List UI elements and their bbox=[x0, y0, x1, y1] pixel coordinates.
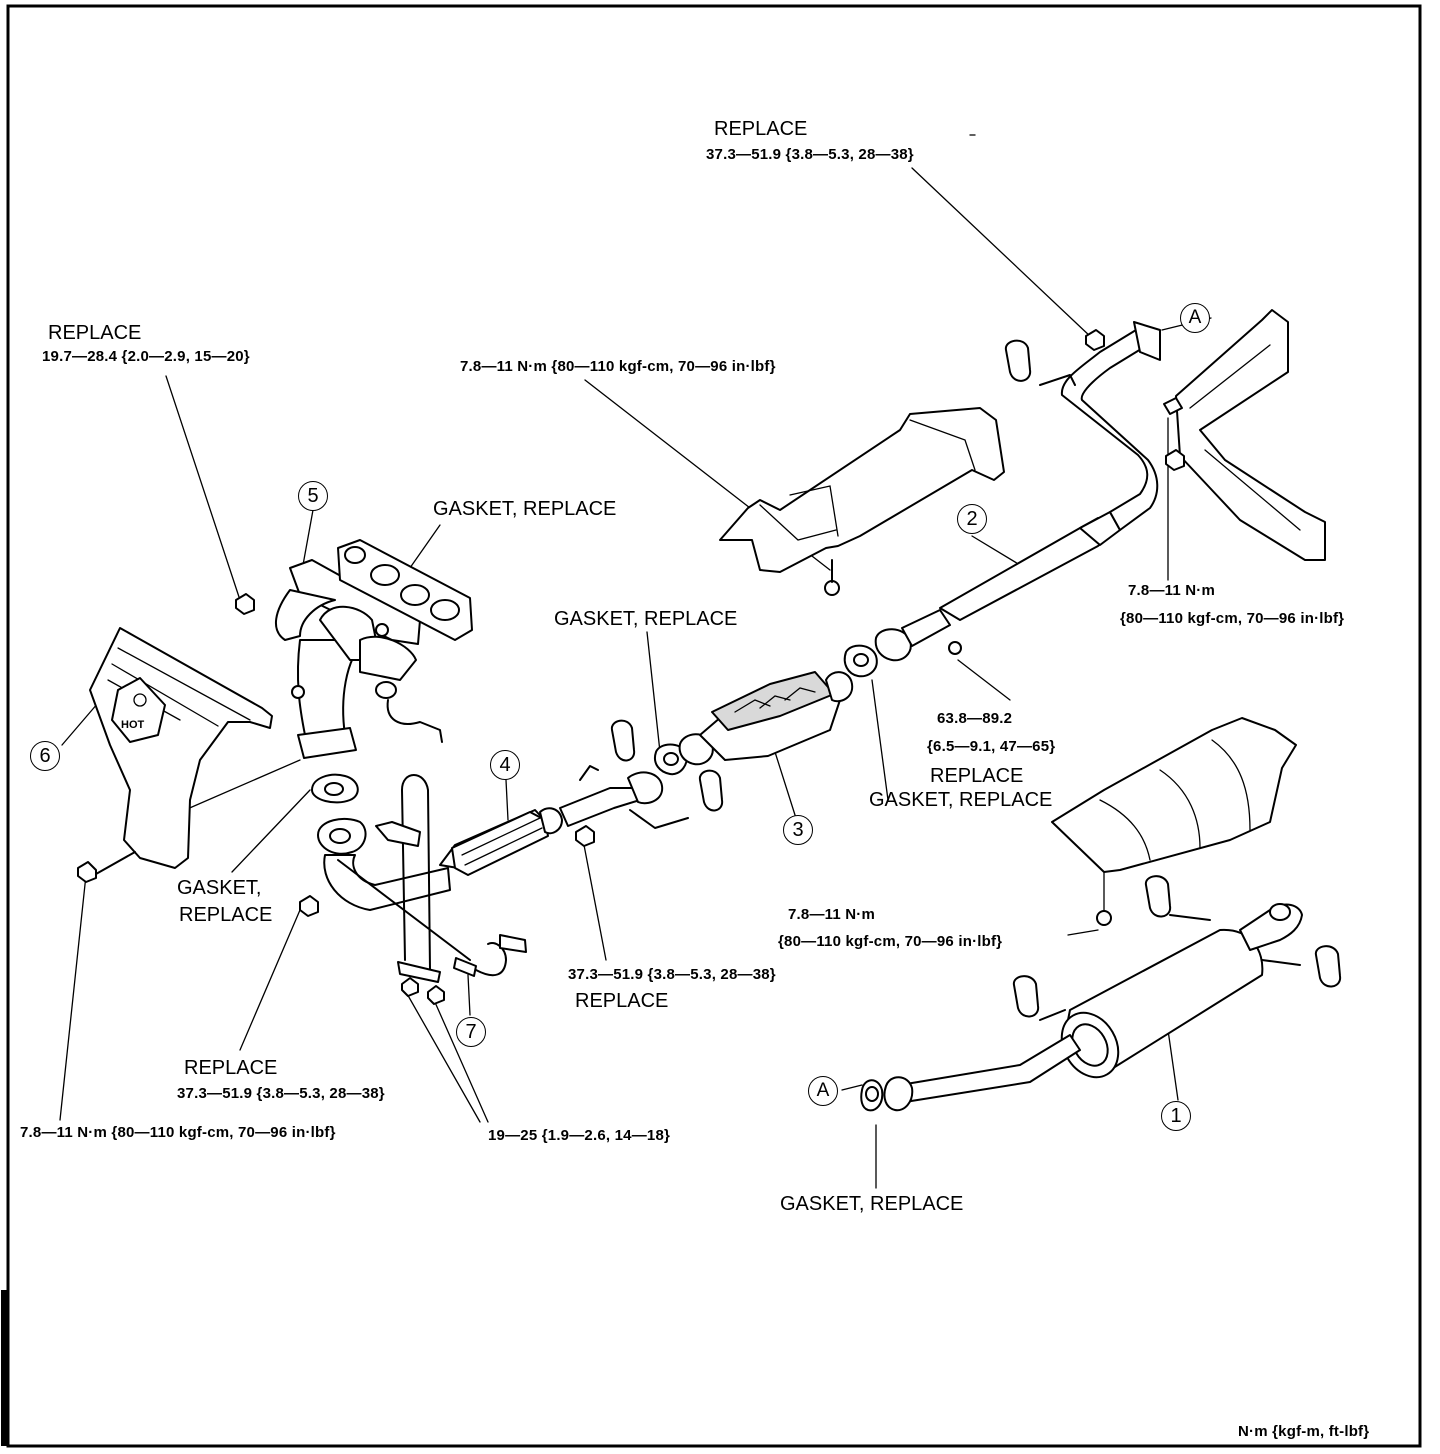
rubber-hangers-rear bbox=[1012, 875, 1342, 1018]
converter-front-gasket bbox=[654, 743, 688, 776]
callout-torque-manifold-nut: 19.7—28.4 {2.0—2.9, 15—20} bbox=[42, 348, 250, 365]
rear-flange bbox=[860, 1076, 914, 1112]
callout-torque-rear-insulator-1: 7.8—11 N·m bbox=[788, 906, 876, 923]
callout-torque-heat-shield-bolt: 7.8—11 N·m {80—110 kgf-cm, 70—96 in·lbf} bbox=[20, 1124, 336, 1141]
front-pipe-nut bbox=[299, 895, 319, 917]
rear-heat-insulator bbox=[1051, 717, 1297, 926]
callout-replace-flange: REPLACE bbox=[930, 765, 1024, 787]
part-number-6: 6 bbox=[30, 741, 60, 771]
main-silencer bbox=[899, 903, 1303, 1103]
reference-mark-a-rear: A bbox=[808, 1076, 838, 1106]
pipe-hanger-bracket bbox=[375, 774, 445, 1005]
manifold-heat-insulator: HOT bbox=[89, 627, 273, 869]
manifold-gasket bbox=[337, 539, 473, 641]
units-legend: N·m {kgf-m, ft-lbf} bbox=[1238, 1423, 1370, 1440]
exhaust-pipe-middle bbox=[874, 321, 1161, 662]
insulator-bolt bbox=[77, 851, 136, 883]
leader-lines bbox=[59, 134, 1212, 1189]
part-number-3: 3 bbox=[783, 815, 813, 845]
part-number-4: 4 bbox=[490, 750, 520, 780]
presilencer-nut bbox=[575, 825, 595, 847]
callout-torque-insulator-mid: 7.8—11 N·m {80—110 kgf-cm, 70—96 in·lbf} bbox=[460, 358, 776, 375]
callout-gasket-rear: GASKET, REPLACE bbox=[780, 1193, 964, 1215]
middle-heat-insulator bbox=[719, 407, 1005, 596]
callout-replace-top: REPLACE bbox=[714, 118, 808, 140]
callout-torque-bracket-1: 7.8—11 N·m bbox=[1128, 582, 1216, 599]
rubber-hanger-top bbox=[1004, 339, 1032, 382]
flange-gasket bbox=[843, 644, 878, 678]
callout-torque-lower: 37.3—51.9 {3.8—5.3, 28—38} bbox=[177, 1085, 385, 1102]
front-pipe-gaskets bbox=[311, 773, 359, 804]
floor-bracket bbox=[1163, 309, 1326, 561]
callout-gasket-under-2: REPLACE bbox=[179, 904, 273, 926]
rubber-hangers-front bbox=[610, 719, 724, 812]
callout-gasket-flange: GASKET, REPLACE bbox=[869, 789, 1053, 811]
callout-gasket-converter-front: GASKET, REPLACE bbox=[554, 608, 738, 630]
callout-replace-manifold-nut: REPLACE bbox=[48, 322, 142, 344]
callout-torque-top: 37.3—51.9 {3.8—5.3, 28—38} bbox=[706, 146, 914, 163]
callout-gasket-under-1: GASKET, bbox=[177, 877, 262, 899]
callout-torque-flange-2: {6.5—9.1, 47—65} bbox=[927, 738, 1056, 755]
top-nut bbox=[1085, 329, 1105, 351]
catalytic-converter bbox=[678, 671, 854, 766]
callout-torque-rear-insulator-2: {80—110 kgf-cm, 70—96 in·lbf} bbox=[778, 933, 1003, 950]
part-number-1: 1 bbox=[1161, 1101, 1191, 1131]
oxygen-sensor bbox=[453, 934, 527, 977]
callout-replace-presilencer-nut: REPLACE bbox=[575, 990, 669, 1012]
callout-torque-presilencer-nut: 37.3—51.9 {3.8—5.3, 28—38} bbox=[568, 966, 776, 983]
callout-torque-bracket-2: {80—110 kgf-cm, 70—96 in·lbf} bbox=[1120, 610, 1345, 627]
presilencer bbox=[439, 765, 689, 876]
callout-gasket-manifold: GASKET, REPLACE bbox=[433, 498, 617, 520]
exhaust-manifold bbox=[275, 559, 443, 759]
callout-torque-sensor-nuts: 19—25 {1.9—2.6, 14—18} bbox=[488, 1127, 671, 1144]
hot-label: HOT bbox=[121, 719, 145, 731]
callout-torque-flange-1: 63.8—89.2 bbox=[937, 710, 1013, 727]
manifold-nut bbox=[235, 593, 255, 615]
diagram-frame bbox=[6, 4, 1422, 1448]
part-number-2: 2 bbox=[957, 504, 987, 534]
callout-replace-lower: REPLACE bbox=[184, 1057, 278, 1079]
reference-mark-a-top: A bbox=[1180, 303, 1210, 333]
part-number-5: 5 bbox=[298, 481, 328, 511]
part-number-7: 7 bbox=[456, 1017, 486, 1047]
